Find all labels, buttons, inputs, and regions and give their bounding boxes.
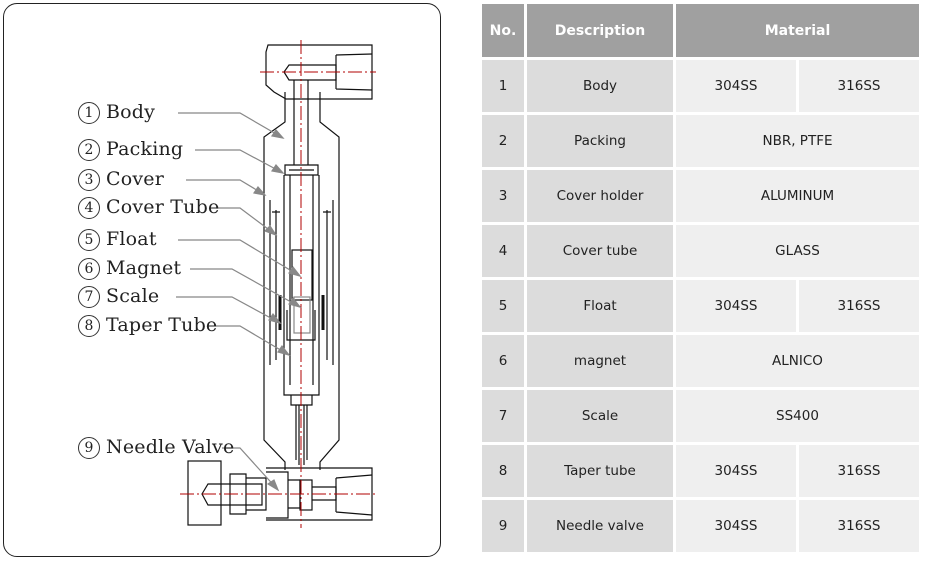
- leader-float: [178, 239, 301, 277]
- leader-cover: [186, 179, 266, 196]
- table-row: 5 Float 304SS 316SS: [482, 280, 919, 332]
- row-description: Cover holder: [527, 170, 673, 222]
- header-material: Material: [676, 4, 919, 57]
- leader-cover-tube: [216, 207, 277, 236]
- row-no: 7: [482, 390, 524, 442]
- row-no: 6: [482, 335, 524, 387]
- table-header-row: No. Description Material: [482, 4, 919, 57]
- table-row: 6 magnet ALNICO: [482, 335, 919, 387]
- row-no: 3: [482, 170, 524, 222]
- table-row: 8 Taper tube 304SS 316SS: [482, 445, 919, 497]
- row-no: 4: [482, 225, 524, 277]
- row-description: Packing: [527, 115, 673, 167]
- row-no: 2: [482, 115, 524, 167]
- row-material: SS400: [676, 390, 919, 442]
- bottom-fitting: [266, 467, 373, 521]
- table-row: 2 Packing NBR, PTFE: [482, 115, 919, 167]
- leader-packing: [195, 149, 284, 174]
- float: [291, 249, 313, 301]
- row-material: 304SS: [676, 60, 796, 112]
- leader-taper-tube: [216, 325, 290, 356]
- row-no: 9: [482, 500, 524, 552]
- row-description: magnet: [527, 335, 673, 387]
- body-upper: [263, 92, 340, 185]
- diagram-frame: [3, 3, 441, 557]
- row-material: 316SS: [799, 280, 919, 332]
- leader-magnet: [190, 268, 301, 308]
- packing: [284, 164, 319, 176]
- row-material: 316SS: [799, 500, 919, 552]
- flowmeter-diagram: [176, 40, 378, 528]
- table-row: 4 Cover tube GLASS: [482, 225, 919, 277]
- row-material: ALUMINUM: [676, 170, 919, 222]
- table-row: 9 Needle valve 304SS 316SS: [482, 500, 919, 552]
- header-description: Description: [527, 4, 673, 57]
- materials-table: No. Description Material 1 Body 304SS 31…: [479, 1, 922, 555]
- row-no: 1: [482, 60, 524, 112]
- taper-tube: [283, 175, 320, 390]
- row-no: 5: [482, 280, 524, 332]
- row-material: 304SS: [676, 500, 796, 552]
- row-material: 316SS: [799, 445, 919, 497]
- row-description: Body: [527, 60, 673, 112]
- needle-valve: [187, 460, 301, 526]
- table-row: 1 Body 304SS 316SS: [482, 60, 919, 112]
- row-description: Cover tube: [527, 225, 673, 277]
- row-material: GLASS: [676, 225, 919, 277]
- row-description: Float: [527, 280, 673, 332]
- row-material: 316SS: [799, 60, 919, 112]
- row-description: Needle valve: [527, 500, 673, 552]
- table-row: 7 Scale SS400: [482, 390, 919, 442]
- header-no: No.: [482, 4, 524, 57]
- row-material: 304SS: [676, 280, 796, 332]
- leader-needle-valve: [222, 447, 279, 491]
- row-description: Scale: [527, 390, 673, 442]
- row-description: Taper tube: [527, 445, 673, 497]
- leader-body: [178, 112, 284, 139]
- row-no: 8: [482, 445, 524, 497]
- body-lower: [263, 390, 340, 470]
- row-material: ALNICO: [676, 335, 919, 387]
- row-material: 304SS: [676, 445, 796, 497]
- row-material: NBR, PTFE: [676, 115, 919, 167]
- leader-scale: [176, 296, 281, 324]
- table-row: 3 Cover holder ALUMINUM: [482, 170, 919, 222]
